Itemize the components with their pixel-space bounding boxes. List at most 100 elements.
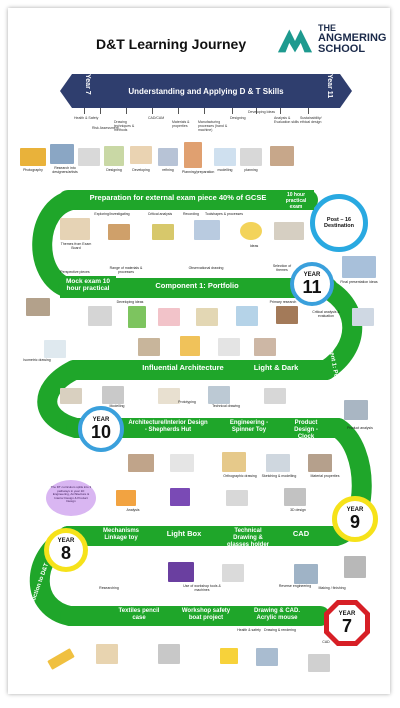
year-label: YEAR [346,507,364,513]
stage-cad-label: CAD [292,529,310,538]
year-number: 10 [90,422,112,442]
caption: Making / finishing [318,586,346,590]
caption: Reverse engineering [278,584,312,588]
caption: Perspective pieces [60,270,90,274]
stage-portfolio-label: Component 1: Portfolio [155,281,239,290]
caption: Toolshapes & processes [205,212,243,216]
logo-line3: SCHOOL [318,43,366,55]
skills-banner: Understanding and Applying D & T Skills [60,74,352,108]
caption: Exploring/Investigating [94,212,130,216]
year-number: 11 [302,277,322,297]
skill-tick [100,108,101,114]
project-photo [222,564,244,582]
project-photo [236,306,258,326]
stage-textiles-banner: Textiles pencil case [112,606,166,626]
project-photo [264,388,286,404]
project-photo [342,256,376,278]
caption: Recording [183,212,199,216]
skill-tick [152,108,153,114]
caption: Isometric drawing [23,358,51,362]
skill-tick-label: Materials & properties [172,120,190,128]
skill-tick [84,108,85,114]
project-photo [50,144,74,164]
stage-mock-label: Mock exam 10 hour practical [65,278,111,292]
stage-mock-banner: Mock exam 10 hour practical [60,276,116,298]
project-photo [96,644,118,664]
skill-tick [178,108,179,114]
project-photo [168,562,194,582]
project-photo [108,224,130,240]
year-number: 8 [60,543,71,563]
post16-destination: Post – 16 Destination [310,194,368,252]
project-photo [274,222,304,240]
warning-sign-icon [220,648,238,664]
logo-text: THE ANGMERING SCHOOL [318,24,386,55]
stage-textiles-label: Textiles pencil case [118,608,160,621]
caption: 3D design [290,508,306,512]
project-photo [184,142,202,168]
caption: Prototyping [178,400,196,404]
stage-portfolio-banner: Component 1: Portfolio [132,280,262,294]
skill-tick-label: Sustainability/ ethical design [300,116,322,124]
skill-tick [232,108,233,114]
project-photo [208,386,230,404]
stage-influential-banner: Influential Architecture [128,362,238,378]
stop-sign-icon [324,600,370,646]
logo-line1: THE [318,23,336,33]
skill-tick [256,108,257,114]
ideas-bulb-icon [240,222,262,240]
caption: Researching [99,586,119,590]
project-photo [226,490,248,506]
stage-lightbox-banner: Light Box [158,528,210,544]
project-photo [240,148,262,166]
caption: Technical drawing [212,404,240,408]
project-photo [78,148,100,166]
project-photo [222,452,246,472]
skill-tick-label: Drawing techniques & methods [114,120,135,132]
caption: Developing [132,168,150,172]
skill-tick [204,108,205,114]
skill-tick-label: Analysis & Evaluation skills [274,116,299,124]
stage-drawingcad-banner: Drawing & CAD. Acrylic mouse [248,606,306,626]
question-mark-icon [128,306,146,328]
year-8-badge: YEAR 8 [44,528,88,572]
caption: Analysis [126,508,140,512]
year-label: YEAR [57,538,75,544]
caption: Ideas [249,244,259,248]
project-photo [294,564,318,584]
stage-clock-banner: Product Design - Clock [284,418,328,440]
project-photo [344,400,368,420]
stage-spinner-label: Engineering - Spinner Toy [229,420,269,433]
school-logo-icon [277,29,313,52]
project-photo [308,454,332,472]
project-photo [170,488,190,506]
stage-influential-label: Influential Architecture [142,363,224,372]
project-photo [158,148,178,166]
skill-tick [126,108,127,114]
project-photo [88,306,112,326]
project-photo [104,146,124,166]
stage-lightdark-banner: Light & Dark [246,362,306,378]
caption: Material properties [310,474,340,478]
caption: Use of workshop tools & machines [183,584,221,592]
project-photo [20,148,46,166]
year-label: YEAR [92,417,110,423]
skill-tick-label: Developing Ideas [248,110,276,114]
caption: Research into designers/artists [52,166,78,174]
project-photo [214,148,236,166]
project-photo [138,338,160,356]
stage-gcse-label: Preparation for external exam piece 40% … [89,193,267,202]
caption: Health & safety [237,628,261,632]
project-photo [308,654,330,672]
year-label: YEAR [338,611,356,617]
skill-tick [280,108,281,114]
project-photo [60,218,90,240]
project-photo [218,338,240,356]
project-photo [194,220,220,240]
stage-mechanisms-label: Mechanisms Linkage toy [102,528,139,541]
stage-shepherds-banner: Architecture/Interior Design - Shepherds… [126,418,210,438]
skills-end-label: Year 11 [326,74,333,99]
pathways-note: The DT curriculum splits into 3 pathways… [46,480,96,516]
caption: Critical analysis & evaluation [312,310,340,318]
caption: Designing [106,168,122,172]
